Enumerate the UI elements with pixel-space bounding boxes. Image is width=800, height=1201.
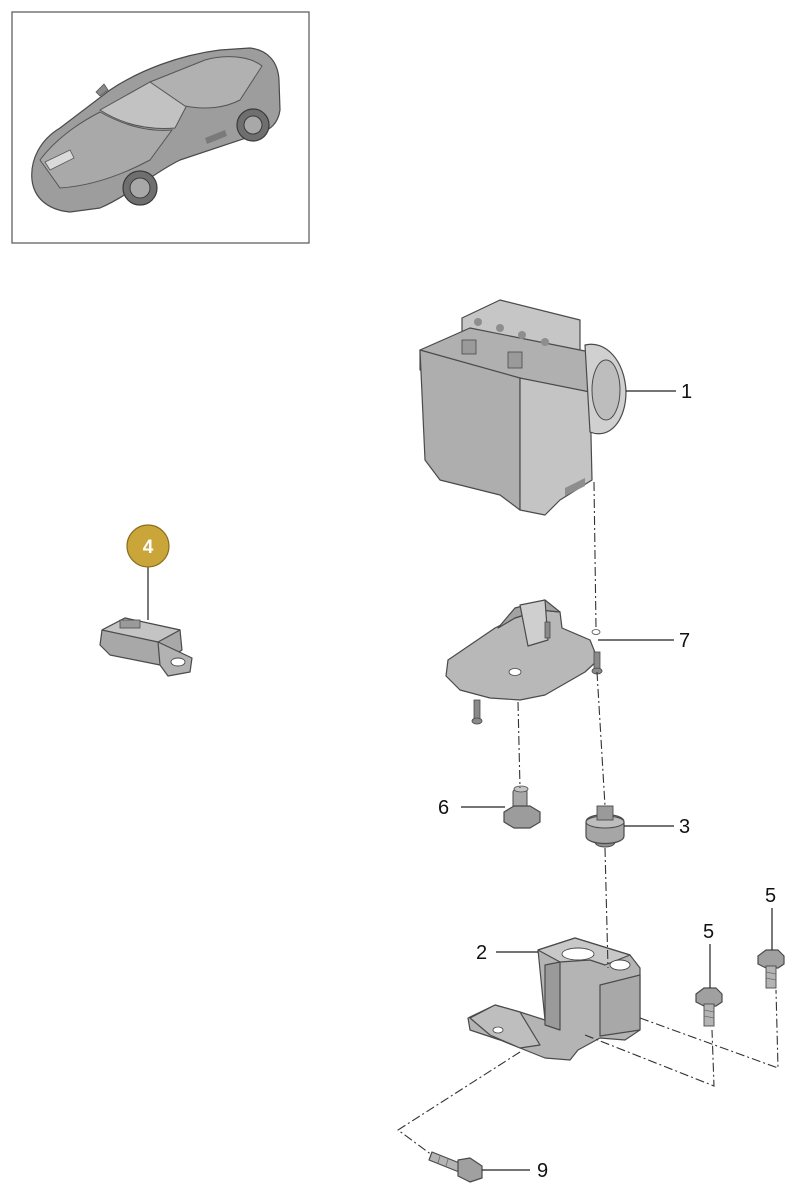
callout-5-right: 5 bbox=[765, 885, 776, 907]
part-3-rubber-mount[interactable] bbox=[585, 805, 625, 848]
part-6-nut[interactable] bbox=[503, 785, 541, 829]
leader-lines bbox=[147, 390, 773, 1171]
car-thumbnail-icon bbox=[31, 47, 281, 213]
badge-circle bbox=[126, 524, 170, 568]
part-1-hydraulic-unit[interactable] bbox=[419, 299, 627, 516]
callout-6: 6 bbox=[438, 797, 449, 819]
part-2-lower-bracket[interactable] bbox=[467, 937, 641, 1061]
callout-3: 3 bbox=[679, 816, 690, 838]
part-5-bolt-b[interactable] bbox=[757, 949, 785, 989]
part-7-bracket[interactable] bbox=[445, 599, 603, 725]
part-5-bolt-a[interactable] bbox=[695, 987, 723, 1027]
part-9-bolt[interactable] bbox=[428, 1151, 483, 1183]
callout-7: 7 bbox=[679, 630, 690, 652]
part-4-sensor[interactable] bbox=[99, 617, 193, 677]
assembly-lines bbox=[397, 481, 779, 1156]
callout-9: 9 bbox=[537, 1160, 548, 1182]
callout-4: 4 bbox=[143, 537, 154, 558]
callout-4-badge[interactable]: 4 bbox=[126, 524, 170, 568]
callout-1: 1 bbox=[681, 381, 692, 403]
callout-5-left: 5 bbox=[703, 921, 714, 943]
vehicle-thumbnail[interactable] bbox=[11, 11, 310, 244]
callout-2: 2 bbox=[476, 942, 487, 964]
